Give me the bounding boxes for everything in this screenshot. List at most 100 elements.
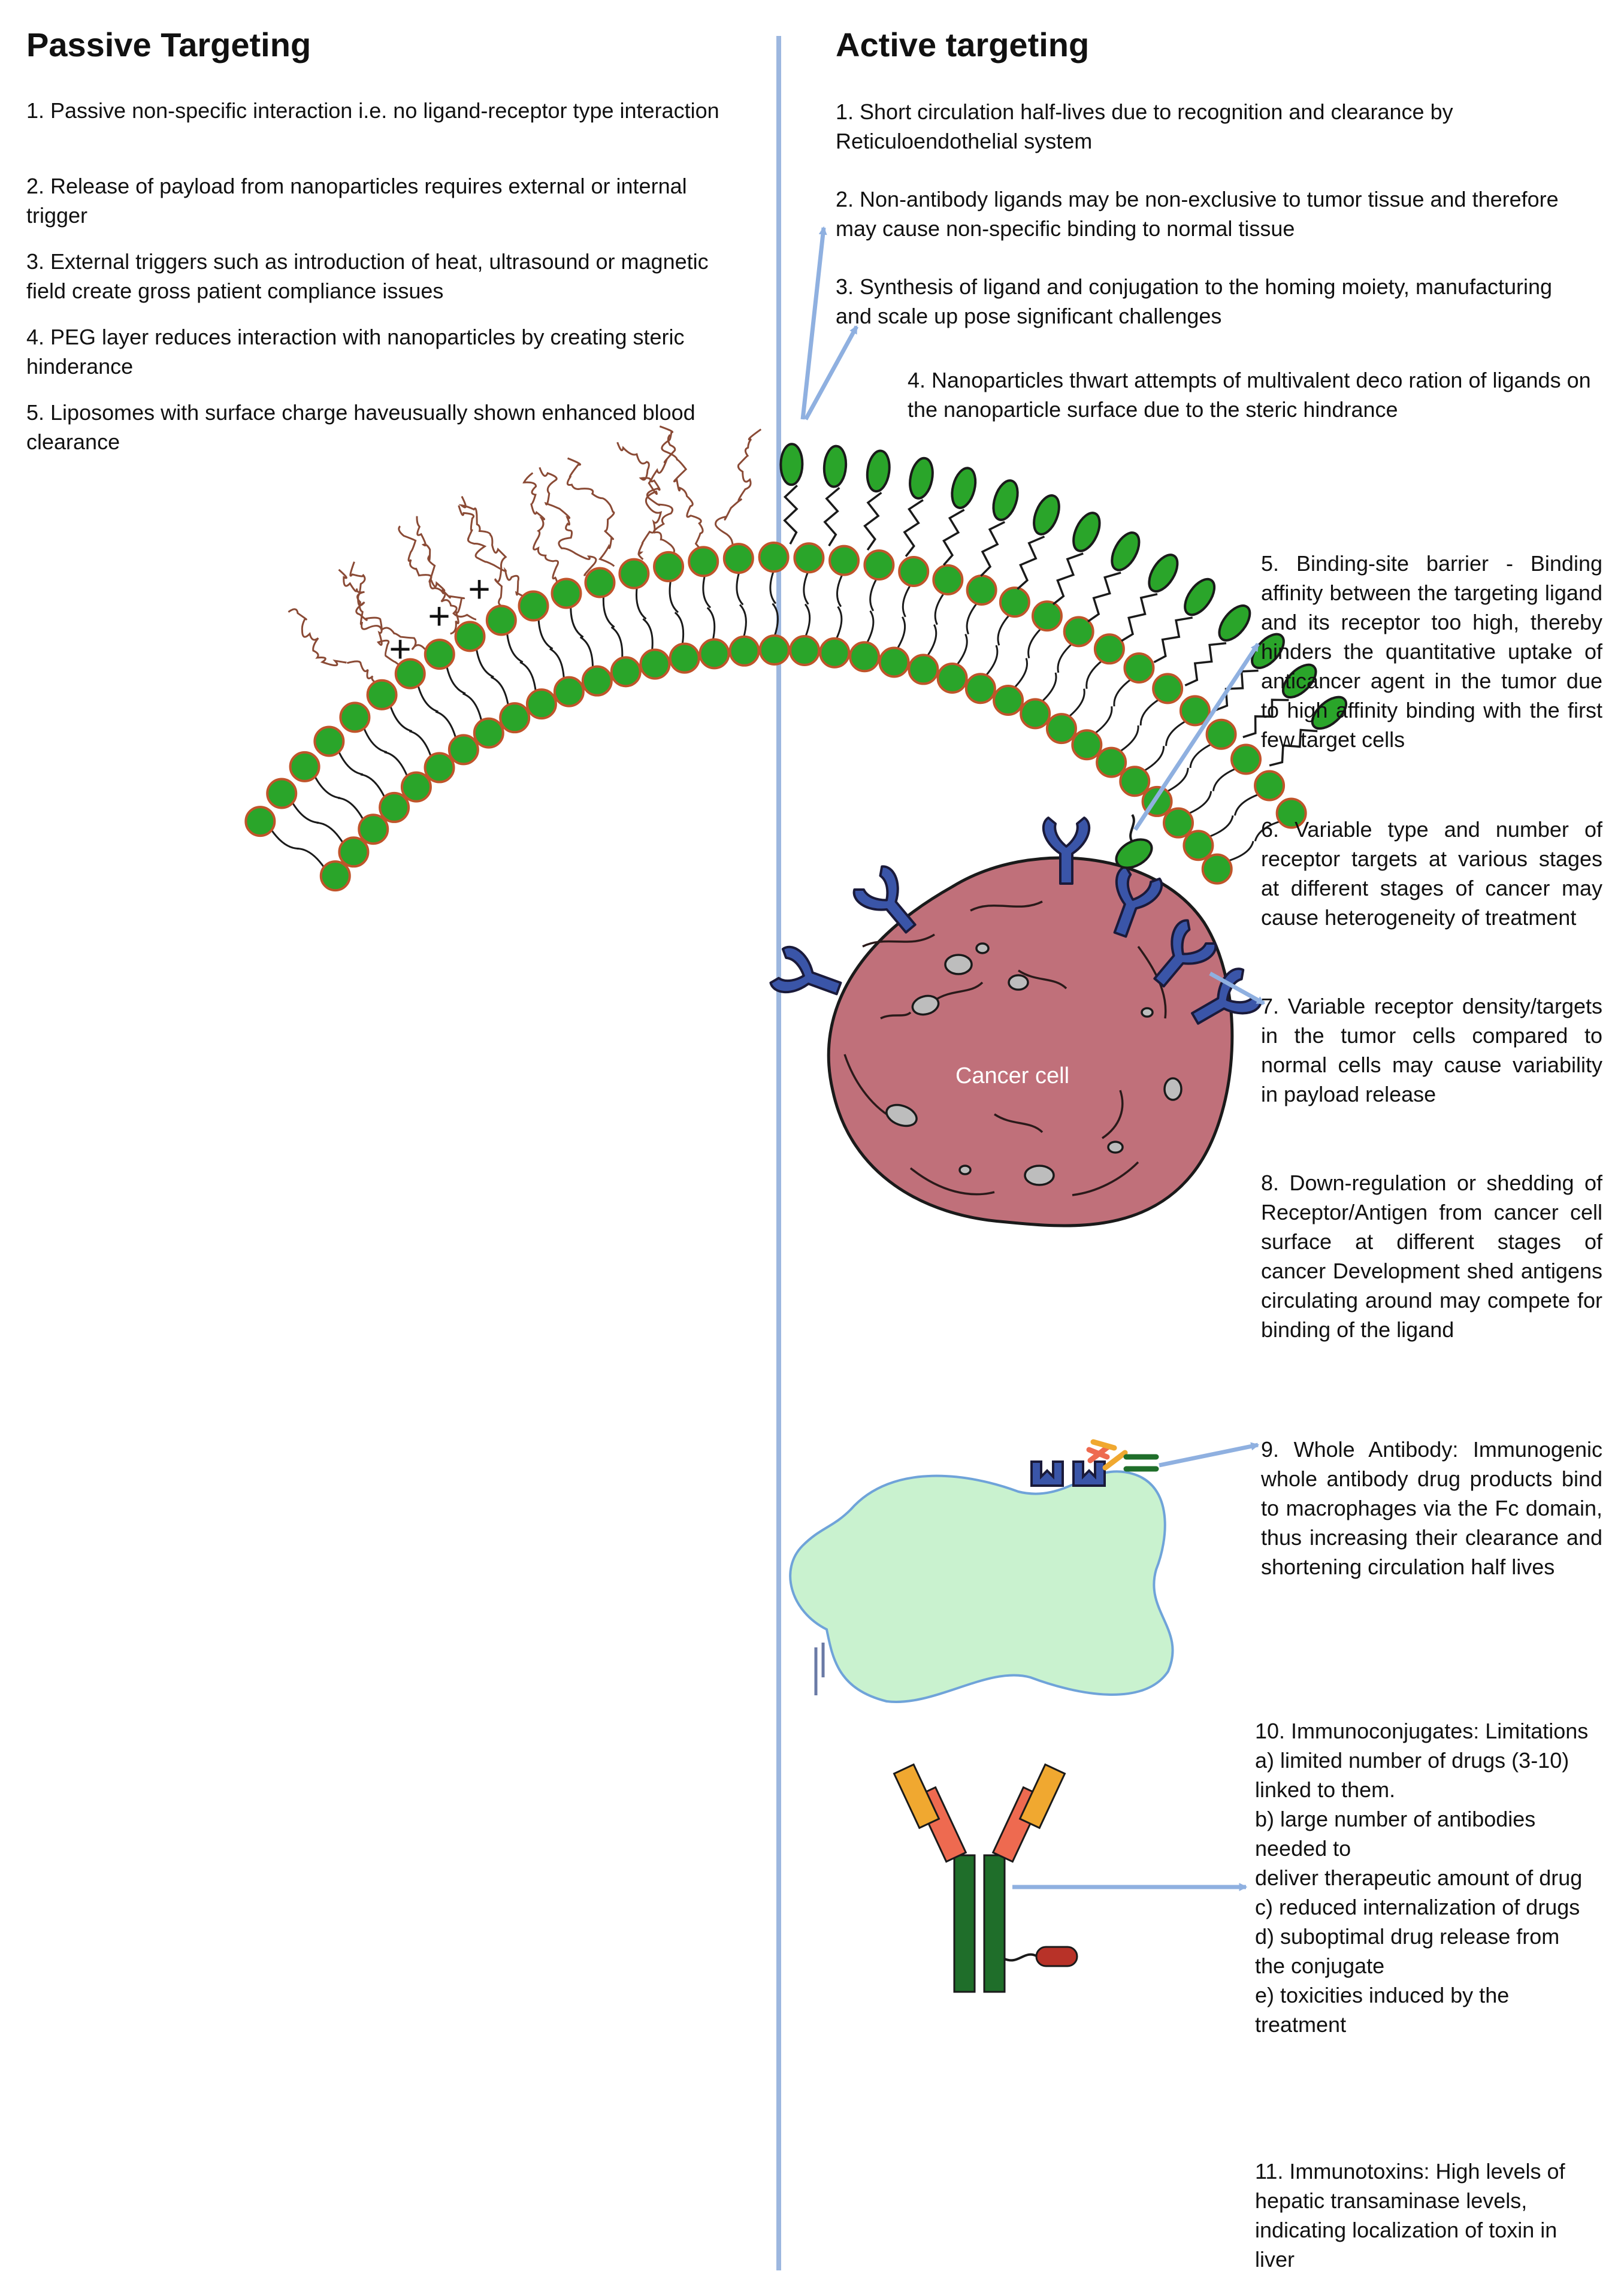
- lipid-head: [908, 654, 939, 685]
- ligand-linker: [1184, 642, 1227, 687]
- lipid-head: [499, 702, 531, 734]
- ligand-head: [1033, 494, 1060, 536]
- active-item: 6. Variable type and number of receptor …: [1261, 817, 1602, 930]
- peg-chain: [539, 467, 597, 576]
- arrow: [1133, 643, 1260, 831]
- lipid-head: [551, 577, 582, 609]
- cancer-cell-body: [827, 856, 1234, 1227]
- lipid-head: [722, 543, 754, 574]
- lipid-head: [358, 814, 389, 845]
- charge-plus: +: [389, 627, 411, 670]
- peg-chain: [349, 561, 403, 668]
- arrows: [800, 226, 1266, 1891]
- cell-receptors: [769, 817, 1263, 1025]
- lipid-head: [454, 621, 486, 652]
- lipid-head: [1123, 652, 1155, 684]
- lipid-head: [473, 717, 504, 749]
- lipid-head: [758, 634, 790, 666]
- peg-chain: [338, 569, 426, 651]
- lipid-head: [1179, 695, 1211, 727]
- lipid-head: [1096, 746, 1127, 778]
- cancer-cell-label: Cancer cell: [955, 1063, 1069, 1088]
- ligand-linker: [942, 509, 965, 566]
- lipid-head: [485, 604, 517, 636]
- lipid-head: [932, 564, 964, 595]
- lipid-head: [1152, 673, 1184, 704]
- ligand-linker: [783, 485, 799, 545]
- lipid-head: [1183, 830, 1214, 861]
- lipid-head: [898, 555, 930, 587]
- lipid-head: [319, 860, 351, 892]
- active-item: 1. Short circulation half-lives due to r…: [836, 99, 1453, 153]
- lipid-head: [964, 673, 996, 704]
- ligand-linker: [1214, 669, 1259, 712]
- lipid-head: [993, 685, 1024, 716]
- ligand-head: [1072, 512, 1101, 552]
- passive-item: 1. Passive non-specific interaction i.e.…: [26, 98, 719, 123]
- receptor: [1191, 967, 1263, 1025]
- ligand-head: [1281, 663, 1317, 698]
- lipid-head: [936, 663, 968, 694]
- peg-chain: [566, 457, 615, 567]
- lipid-head: [1201, 853, 1233, 885]
- receptor: [1153, 919, 1217, 988]
- lipid-head: [525, 688, 557, 720]
- active-item: 7. Variable receptor density/targets in …: [1261, 994, 1602, 1106]
- peg-chain: [616, 442, 663, 560]
- receptor: [852, 865, 917, 934]
- passive-item: 4. PEG layer reduces interaction with na…: [26, 325, 685, 379]
- ligand-linker: [1087, 571, 1121, 623]
- active-item: 8. Down-regulation or shedding of Recept…: [1261, 1171, 1602, 1342]
- lipid-head: [728, 635, 760, 667]
- active-item: 2. Non-antibody ligands may be non-exclu…: [836, 187, 1559, 241]
- lipid-head: [618, 558, 650, 589]
- lipid-head: [966, 574, 997, 606]
- ligand-linker: [1153, 616, 1193, 664]
- active-targeting-title: Active targeting: [836, 26, 1090, 63]
- peg-polymer-layer: [288, 425, 762, 685]
- passive-item: 5. Liposomes with surface charge haveusu…: [26, 400, 695, 454]
- lipid-head: [424, 639, 455, 670]
- ligand-head: [1184, 577, 1216, 616]
- ligand-head: [1311, 696, 1348, 730]
- arrow: [1159, 1442, 1260, 1468]
- lipid-head: [1020, 698, 1051, 730]
- lipid-head: [289, 751, 320, 782]
- charge-plus: +: [468, 567, 490, 610]
- peg-chain: [715, 428, 762, 548]
- ligand-head: [951, 467, 977, 509]
- lipid-head: [828, 545, 860, 576]
- lipid-head: [863, 549, 895, 581]
- peg-chain: [646, 434, 676, 555]
- lipid-head: [1230, 743, 1262, 775]
- lipid-head: [553, 676, 585, 707]
- lipid-head: [1275, 797, 1307, 829]
- ligand-linker: [1017, 536, 1045, 590]
- lipid-head: [518, 590, 549, 622]
- lipid-head: [244, 806, 276, 837]
- receptor: [1113, 865, 1163, 938]
- ligand-linker: [980, 521, 1006, 577]
- surface-ligands: [779, 443, 1348, 767]
- active-item: 11. Immunotoxins: High levels of hepatic…: [1255, 2159, 1565, 2272]
- lipid-head: [758, 542, 790, 573]
- cancer-cell-illustration: Cancer cell: [827, 856, 1234, 1227]
- peg-chain: [659, 425, 704, 552]
- lipid-head: [610, 656, 642, 688]
- lipid-head: [584, 567, 616, 598]
- lipid-head: [1205, 718, 1237, 750]
- lipid-head: [653, 551, 685, 582]
- ligand-linker: [903, 499, 924, 557]
- ligand-head: [1148, 554, 1179, 593]
- ligand-head: [1251, 633, 1285, 669]
- lipid-head: [338, 836, 370, 868]
- lipid-head: [394, 658, 426, 690]
- lipid-head: [1093, 633, 1125, 665]
- macrophage-illustration: [789, 1439, 1174, 1703]
- lipid-head: [669, 642, 700, 674]
- lipid-head: [639, 648, 671, 680]
- arrow: [803, 325, 859, 421]
- lipid-head: [1254, 770, 1286, 802]
- ligand-linker: [1052, 552, 1084, 606]
- lipid-head: [447, 734, 479, 766]
